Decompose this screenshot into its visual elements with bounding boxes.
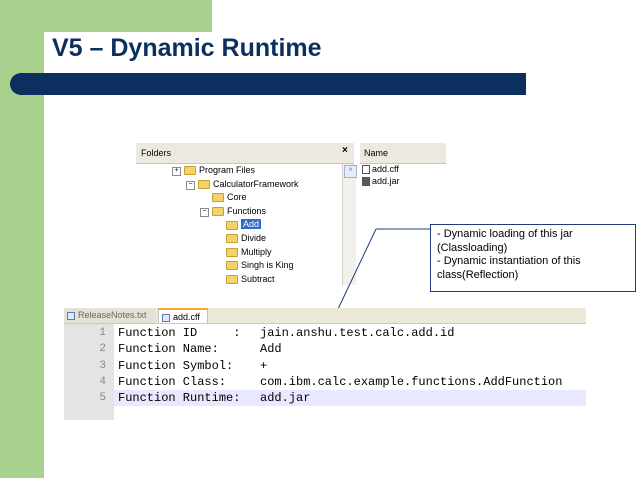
tree-item-label: Core [227,192,247,203]
tree-item-label: Subtract [241,273,275,284]
tree-item[interactable]: Program Files [184,164,255,177]
folders-header-label: Folders [141,148,172,158]
text-file-icon [162,313,170,322]
name-column-label: Name [364,148,389,158]
folders-pane: Folders × Program Files + CalculatorFramew… [136,143,357,286]
tree-item-label: Functions [227,205,267,216]
code-line[interactable]: 2 Function Name: Add [64,341,586,357]
callout-line: - Dynamic instantiation of this [437,255,581,267]
tree-item-label: Singh is King [241,260,294,271]
tree-item-label: Multiply [241,246,272,257]
file-list-pane: Name add.cff add.jar [360,143,446,285]
callout-line: (Classloading) [437,241,508,254]
text-editor: ReleaseNotes.txt add.cff 1 Function ID : j… [64,308,586,420]
tree-item[interactable]: Divide [226,232,266,245]
folder-icon [226,274,238,284]
editor-tab-bar: ReleaseNotes.txt add.cff [64,308,586,324]
code-key: Function ID : [118,326,241,340]
name-column-header[interactable]: Name [360,143,446,164]
code-line[interactable]: 4 Function Class: com.ibm.calc.example.fun… [64,374,586,390]
expand-icon[interactable]: + [172,167,181,176]
folders-header: Folders × [136,143,354,164]
folder-icon [198,179,210,189]
tree-item-label: Add [241,219,262,230]
file-name: add.cff [372,164,399,174]
code-value: jain.anshu.test.calc.add.id [260,326,455,340]
tree-item[interactable]: Functions [212,205,266,218]
line-number: 2 [99,343,106,356]
folder-icon [226,220,238,230]
vertical-scrollbar[interactable]: ^ [342,164,357,285]
tree-item-label: Program Files [199,165,256,175]
tree-item[interactable]: Subtract [226,273,275,286]
close-icon[interactable]: × [342,145,348,156]
folder-icon [226,247,238,257]
code-line[interactable]: 5 Function Runtime: add.jar [64,390,586,407]
tab-label: add.cff [173,312,200,322]
code-value: + [260,358,268,373]
slide-title: V5 – Dynamic Runtime [52,34,322,62]
callout-line: class(Reflection) [437,268,519,281]
code-key: Function Symbol: [118,358,234,373]
code-key: Function Runtime: [118,391,241,406]
text-file-icon [67,311,75,320]
code-line[interactable]: 3 Function Symbol: + [64,358,586,374]
slide-top-band [0,0,212,32]
code-key: Function Class: [118,374,227,389]
title-underline-bar [10,73,526,95]
tab-add-cff[interactable]: add.cff [158,308,208,323]
line-highlight [114,390,586,407]
scroll-up-icon[interactable]: ^ [344,165,357,178]
jar-file-icon [362,177,370,187]
code-value: com.ibm.calc.example.functions.AddFuncti… [260,374,563,389]
folder-icon [226,261,238,271]
code-line[interactable]: 1 Function ID : jain.anshu.test.calc.add.i… [64,325,586,341]
code-value: Add [260,342,282,357]
tree-item-label: CalculatorFramework [213,178,299,189]
tree-item-label: Divide [241,233,267,243]
folder-icon [226,234,238,244]
tree-item[interactable]: Add [226,218,262,231]
file-item-cff[interactable]: add.cff [362,164,399,175]
tree-item[interactable]: Core [212,191,247,204]
code-key: Function Name: [118,342,219,357]
tab-release-notes[interactable]: ReleaseNotes.txt [64,308,156,323]
tree-item[interactable]: CalculatorFramework [198,178,299,191]
folder-icon [184,166,196,176]
folder-icon [212,206,224,216]
tree-item[interactable]: Singh is King [226,259,294,272]
collapse-icon[interactable]: − [200,207,209,217]
callout-box: - Dynamic loading of this jar (Classload… [430,224,636,292]
collapse-icon[interactable]: − [186,180,195,190]
file-item-jar[interactable]: add.jar [362,176,400,187]
cff-file-icon [362,165,370,175]
code-value: add.jar [260,391,311,406]
callout-line: - Dynamic loading of this jar [437,228,573,240]
line-number-gutter [64,324,114,420]
file-name: add.jar [372,176,400,186]
line-number: 4 [99,375,106,388]
folder-icon [212,193,224,203]
file-explorer: Folders × Program Files + CalculatorFramew… [136,143,446,285]
line-number: 3 [99,359,106,372]
line-number: 1 [99,327,106,339]
line-number: 5 [99,392,106,405]
tab-label: ReleaseNotes.txt [78,310,147,320]
tree-item[interactable]: Multiply [226,246,272,259]
